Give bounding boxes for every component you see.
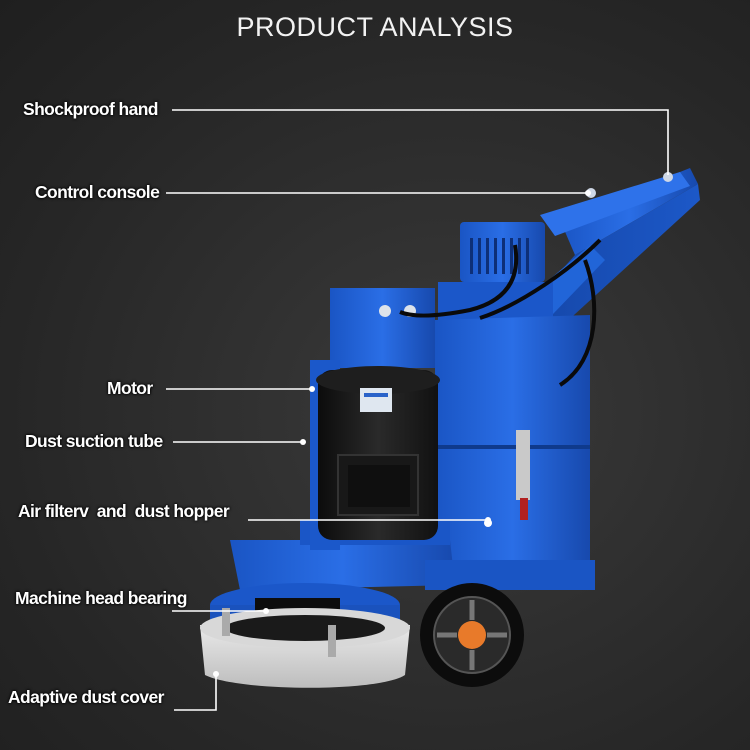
- label-shockproof-hand: Shockproof hand: [23, 99, 158, 119]
- label-adaptive-dust-cover: Adaptive dust cover: [8, 687, 164, 707]
- callout-dots: [213, 190, 591, 677]
- dust-hopper-body: [330, 288, 590, 590]
- label-motor: Motor: [107, 378, 153, 398]
- motor: [316, 366, 440, 540]
- label-machine-head-bearing: Machine head bearing: [15, 588, 187, 608]
- label-air-filter-dust-hopper: Air filterv and dust hopper: [18, 501, 230, 521]
- rear-wheel: [420, 583, 524, 687]
- label-control-console: Control console: [35, 182, 160, 202]
- callout-lines: [166, 109, 669, 711]
- page-title: PRODUCT ANALYSIS: [236, 12, 514, 42]
- label-dust-suction-tube: Dust suction tube: [25, 431, 163, 451]
- machine-head: [200, 583, 410, 688]
- upper-housing: [438, 222, 553, 322]
- cables: [399, 238, 602, 387]
